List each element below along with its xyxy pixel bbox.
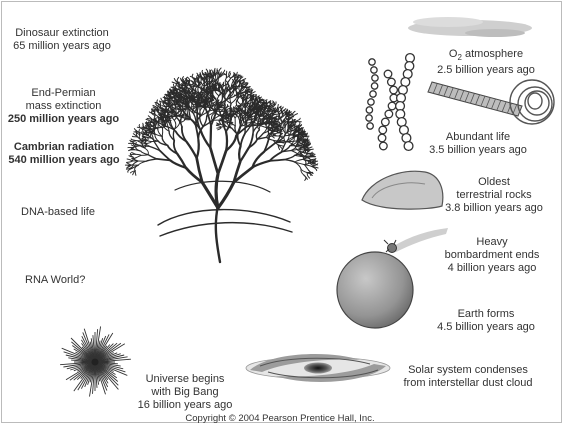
universe-begins-label: Universe begins with Big Bang 16 billion… [134,373,236,412]
bombardment-time: 4 billion years ago [438,262,546,275]
bombardment-title-line2: bombardment ends [438,249,546,262]
tree-of-life [125,68,318,262]
bombardment-title-line1: Heavy [438,236,546,249]
rocks-title-line2: terrestrial rocks [440,189,548,202]
solar-title-line2: from interstellar dust cloud [393,377,543,390]
atmosphere-cloud-icon [408,17,532,37]
rna-world-label: RNA World? [25,274,85,287]
permian-title-line1: End-Permian [6,87,121,100]
heavy-bombardment-label: Heavy bombardment ends 4 billion years a… [438,236,546,275]
solar-title-line1: Solar system condenses [393,364,543,377]
earth-forms-label: Earth forms 4.5 billion years ago [436,308,536,334]
dna-life-label: DNA-based life [21,206,95,219]
universe-title-line2: with Big Bang [134,386,236,399]
earth-icon [337,252,413,328]
filament-icon [428,82,522,116]
terrestrial-rock-icon [362,171,443,209]
oxygen-atmosphere-label: O2 atmosphere 2.5 billion years ago [430,48,542,77]
cambrian-title: Cambrian radiation [6,141,122,154]
rocks-time: 3.8 billion years ago [440,202,548,215]
life-time: 3.5 billion years ago [424,144,532,157]
dinosaur-extinction-label: Dinosaur extinction 65 million years ago [6,27,118,53]
big-bang-burst-icon [60,326,131,396]
solar-system-label: Solar system condenses from interstellar… [393,364,543,390]
dinosaur-title: Dinosaur extinction [6,27,118,40]
abundant-life-label: Abundant life 3.5 billion years ago [424,131,532,157]
coiled-filament-icon [510,80,554,124]
life-title: Abundant life [424,131,532,144]
dust-cloud-galaxy-icon [246,354,390,382]
oxygen-title: O2 atmosphere [430,48,542,64]
bacteria-chains-icon [366,54,415,151]
universe-time: 16 billion years ago [134,399,236,412]
earth-title: Earth forms [436,308,536,321]
copyright-notice: Copyright © 2004 Pearson Prentice Hall, … [150,414,410,424]
universe-title-line1: Universe begins [134,373,236,386]
permian-title-line2: mass extinction [6,100,121,113]
dinosaur-time: 65 million years ago [6,40,118,53]
oxygen-time: 2.5 billion years ago [430,64,542,77]
earth-time: 4.5 billion years ago [436,321,536,334]
rocks-title-line1: Oldest [440,176,548,189]
cambrian-radiation-label: Cambrian radiation 540 million years ago [6,141,122,167]
permian-time: 250 million years ago [6,113,121,126]
cambrian-time: 540 million years ago [6,154,122,167]
oldest-rocks-label: Oldest terrestrial rocks 3.8 billion yea… [440,176,548,215]
end-permian-label: End-Permian mass extinction 250 million … [6,87,121,126]
